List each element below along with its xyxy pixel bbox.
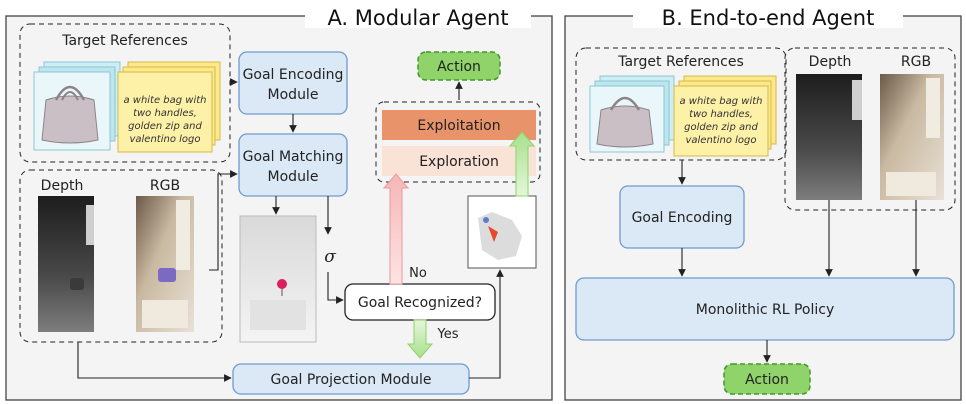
text-card-stack xyxy=(117,61,221,153)
b-action-box xyxy=(723,363,811,395)
b-card-text-line-3: golden zip and xyxy=(684,122,758,133)
panel-a: A. Modular Agent Target References a whi… xyxy=(5,4,553,401)
observation-group xyxy=(19,169,223,343)
monolithic-rl-policy-label: Monolithic RL Policy xyxy=(696,302,835,318)
yes-arrow xyxy=(406,319,434,359)
panel-a-connectors xyxy=(77,78,504,382)
panel-b-connectors xyxy=(678,160,920,363)
card-text-line-2: two handles, xyxy=(133,108,197,119)
b-rgb-label: RGB xyxy=(901,54,931,70)
no-exploration-arrow xyxy=(382,173,410,285)
b-card-text-line-4: valentino logo xyxy=(685,135,756,146)
depth-label: Depth xyxy=(41,178,84,194)
goal-matching-module-line-1: Goal Matching xyxy=(243,149,344,165)
b-bag-image-stack xyxy=(589,75,675,153)
exploration-box xyxy=(382,146,536,176)
card-text-line-1: a white bag with xyxy=(123,95,206,106)
b-card-text-line-2: two handles, xyxy=(689,109,753,120)
exploitation-label: Exploitation xyxy=(417,118,500,134)
b-depth-label: Depth xyxy=(809,54,852,70)
no-label: No xyxy=(409,266,427,281)
goal-encoding-module xyxy=(238,51,348,115)
card-text-line-4: valentino logo xyxy=(129,134,200,145)
panel-a-title-bg xyxy=(305,4,531,28)
card-text-line-3: golden zip and xyxy=(128,121,202,132)
bag-image-stack xyxy=(33,61,121,151)
goal-projection-module xyxy=(232,363,470,395)
goal-recognized-label: Goal Recognized? xyxy=(358,295,482,311)
monolithic-rl-policy xyxy=(575,277,955,341)
target-references-group xyxy=(19,23,231,163)
goal-encoding-module-line-2: Module xyxy=(268,87,319,103)
sigma-symbol: σ xyxy=(324,247,336,267)
target-references-label: Target References xyxy=(61,33,188,49)
b-text-card-stack xyxy=(673,75,777,157)
goal-matching-module xyxy=(238,133,348,197)
panel-a-title: A. Modular Agent xyxy=(327,6,508,30)
panel-b: B. End-to-end Agent Target References a … xyxy=(564,4,962,401)
b-action-label: Action xyxy=(745,372,789,388)
b-rgb-image xyxy=(880,74,944,200)
b-observation-group xyxy=(784,47,956,211)
exploitation-box xyxy=(382,110,536,140)
exploitation-arrow xyxy=(508,131,536,197)
b-goal-encoding-label: Goal Encoding xyxy=(632,210,733,226)
b-target-references-label: Target References xyxy=(617,54,744,70)
panel-b-title: B. End-to-end Agent xyxy=(662,6,875,30)
action-label: Action xyxy=(437,59,481,75)
rgb-label: RGB xyxy=(150,178,180,194)
goal-projection-label: Goal Projection Module xyxy=(271,372,432,388)
b-card-text-line-1: a white bag with xyxy=(679,96,762,107)
action-box xyxy=(417,51,501,81)
yes-label: Yes xyxy=(437,327,459,342)
exploration-label: Exploration xyxy=(419,154,499,170)
rgb-image xyxy=(136,196,194,332)
panel-b-title-bg xyxy=(633,4,903,28)
b-depth-image xyxy=(796,74,862,200)
matching-result-image xyxy=(239,215,317,343)
goal-matching-module-line-2: Module xyxy=(268,169,319,185)
policy-group xyxy=(375,101,541,183)
depth-image xyxy=(38,196,94,332)
b-target-references-group xyxy=(575,47,787,161)
semantic-map-image xyxy=(467,195,537,269)
goal-encoding-module-line-1: Goal Encoding xyxy=(243,67,344,83)
